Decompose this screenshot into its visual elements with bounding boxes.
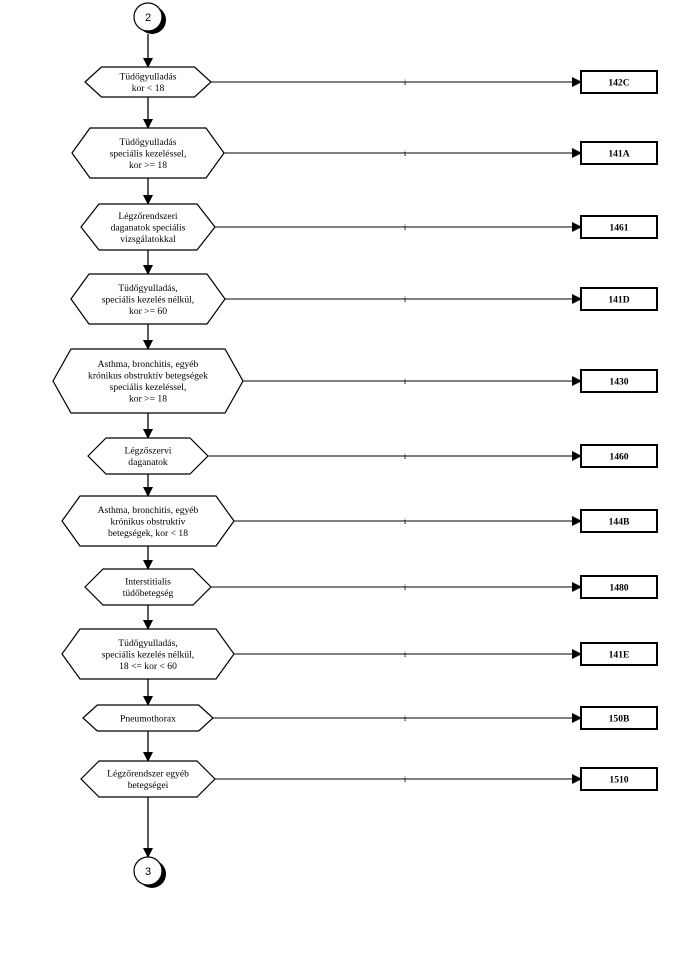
target-code: 141A [608, 149, 629, 160]
decision-label-line: Asthma, bronchitis, egyéb [98, 505, 199, 516]
decision-label-line: betegségek, kor < 18 [108, 528, 188, 539]
target-box [580, 369, 658, 393]
decision-label-line: speciális kezelés nélkül, [102, 649, 194, 660]
decision-node: Tüdőgyulladás,speciális kezelés nélkül,k… [70, 273, 658, 325]
branch-label: i [404, 376, 407, 386]
branch-label: i [404, 294, 407, 304]
decision-label-line: daganatok speciális [111, 222, 186, 233]
branch-label: i [404, 148, 407, 158]
target-code: 1480 [609, 583, 628, 594]
decision-label-line: Tüdőgyulladás [119, 72, 176, 83]
target-box [580, 509, 658, 533]
decision-label-line: Légzőrendszeri [118, 211, 177, 222]
branch-label: i [404, 222, 407, 232]
decision-label-line: speciális kezelés nélkül, [102, 294, 194, 305]
decision-label-line: speciális kezeléssel, [110, 382, 187, 393]
decision-node: Tüdőgyulladás,speciális kezelés nélkül,1… [61, 628, 658, 680]
decision-label-line: Interstitialis [125, 577, 171, 588]
target-code: 150B [609, 714, 630, 725]
decision-label-line: kor >= 18 [129, 394, 167, 405]
decision-label-line: Légzőrendszer egyéb [107, 769, 189, 780]
target-code: 141D [608, 295, 629, 306]
branch-label: i [404, 582, 407, 592]
branch-label: i [404, 77, 407, 87]
start-connector: 2 [133, 2, 166, 34]
target-code: 144B [609, 517, 630, 528]
target-code: 141E [609, 650, 630, 661]
end-connector: 3 [133, 856, 166, 888]
target-code: 1430 [609, 377, 628, 388]
branch-label: i [404, 516, 407, 526]
target-box [580, 215, 658, 239]
decision-label-line: kor >= 60 [129, 306, 167, 317]
target-code: 1461 [609, 223, 628, 234]
decision-label-line: vizsgálatokkal [120, 234, 176, 245]
target-box [580, 575, 658, 599]
target-box [580, 287, 658, 311]
branch-label: i [404, 451, 407, 461]
target-box [580, 642, 658, 666]
target-box [580, 141, 658, 165]
decision-label-line: 18 <= kor < 60 [119, 661, 177, 672]
decision-label-line: krónikus obstruktív [111, 516, 186, 527]
decision-label-line: Tüdőgyulladás, [118, 638, 177, 649]
start-connector-label: 2 [145, 12, 151, 24]
branch-label: i [404, 649, 407, 659]
decision-label-line: tüdőbetegség [123, 588, 174, 599]
branch-label: i [404, 713, 407, 723]
decision-label-line: speciális kezeléssel, [110, 148, 187, 159]
target-box [580, 70, 658, 94]
target-box [580, 444, 658, 468]
decision-label-line: kor < 18 [132, 83, 165, 94]
branch-label: i [404, 774, 407, 784]
target-box [580, 767, 658, 791]
decision-label-line: daganatok [128, 457, 168, 468]
target-box [580, 706, 658, 730]
decision-label-line: krónikus obstruktív betegségek [88, 371, 208, 382]
decision-label-line: Asthma, bronchitis, egyéb [98, 359, 199, 370]
decision-label-line: Tüdőgyulladás [119, 137, 176, 148]
decision-label-line: kor >= 18 [129, 160, 167, 171]
decision-label-line: Légzőszervi [125, 446, 172, 457]
target-code: 1460 [609, 452, 628, 463]
decision-label-line: Pneumothorax [120, 713, 176, 724]
decision-node: Pneumothorax i 150B [82, 704, 658, 732]
end-connector-label: 3 [145, 866, 151, 878]
decision-label-line: betegségei [128, 780, 169, 791]
target-code: 142C [608, 78, 629, 89]
target-code: 1510 [609, 775, 628, 786]
decision-label-line: Tüdőgyulladás, [118, 283, 177, 294]
